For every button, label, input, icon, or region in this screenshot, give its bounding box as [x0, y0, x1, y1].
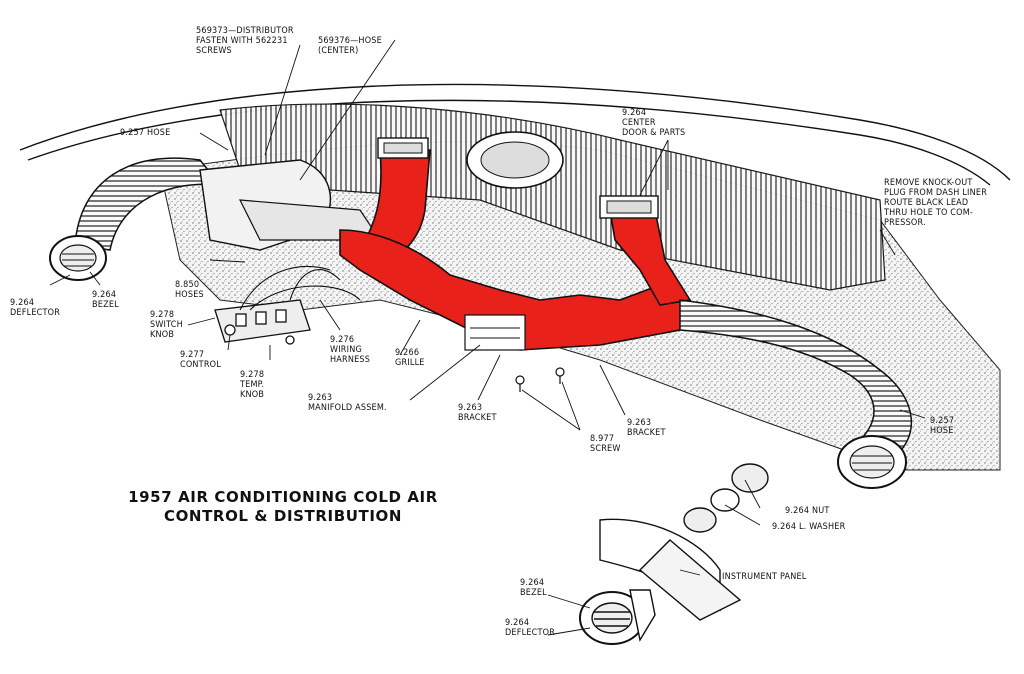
label-bracket-left: 9.263 BRACKET	[458, 403, 497, 423]
label-center-door: 9.264 CENTER DOOR & PARTS	[622, 108, 686, 138]
label-deflector-left: 9.264 DEFLECTOR	[10, 298, 61, 318]
label-nut: 9.264 NUT	[785, 506, 830, 516]
wiring-harness	[239, 265, 361, 311]
label-hose-center: 569376—HOSE (CENTER)	[318, 36, 382, 56]
label-hose-left: 9.257 HOSE	[120, 128, 171, 138]
label-hose-right: 9.257 HOSE	[930, 416, 955, 436]
diagram-title-line1: 1957 AIR CONDITIONING COLD AIR	[128, 488, 438, 506]
label-control: 9.277 CONTROL	[180, 350, 221, 370]
dash-outline	[19, 83, 1011, 186]
label-bracket-right: 9.263 BRACKET	[627, 418, 666, 438]
label-wiring-harness: 9.276 WIRING HARNESS	[330, 335, 371, 365]
leader-lines	[49, 39, 926, 636]
exploded-vent	[579, 463, 769, 645]
label-bezel-bottom: 9.264 BEZEL	[520, 578, 547, 598]
label-screw: 8.977 SCREW	[590, 434, 621, 454]
label-distributor: 569373—DISTRIBUTOR FASTEN WITH 562231 SC…	[196, 26, 294, 56]
label-knockout: REMOVE KNOCK-OUT PLUG FROM DASH LINER RO…	[884, 178, 988, 228]
label-bezel-left: 9.264 BEZEL	[92, 290, 119, 310]
label-instrument-panel: INSTRUMENT PANEL	[722, 572, 807, 582]
diagram-title-line2: CONTROL & DISTRIBUTION	[163, 507, 403, 525]
control-unit	[214, 299, 311, 345]
label-grille: 9.266 GRILLE	[395, 348, 425, 368]
label-switch-knob: 9.278 SWITCH KNOB	[150, 310, 183, 340]
label-temp-knob: 9.278 TEMP. KNOB	[240, 370, 265, 400]
manifold-highlight	[339, 149, 692, 351]
label-deflector-bottom: 9.264 DEFLECTOR	[505, 618, 556, 638]
screws	[515, 367, 565, 392]
label-manifold: 9.263 MANIFOLD ASSEM.	[308, 393, 387, 413]
grille-bracket	[464, 314, 526, 351]
label-washer: 9.264 L. WASHER	[772, 522, 846, 532]
label-hoses: 8.850 HOSES	[175, 280, 204, 300]
